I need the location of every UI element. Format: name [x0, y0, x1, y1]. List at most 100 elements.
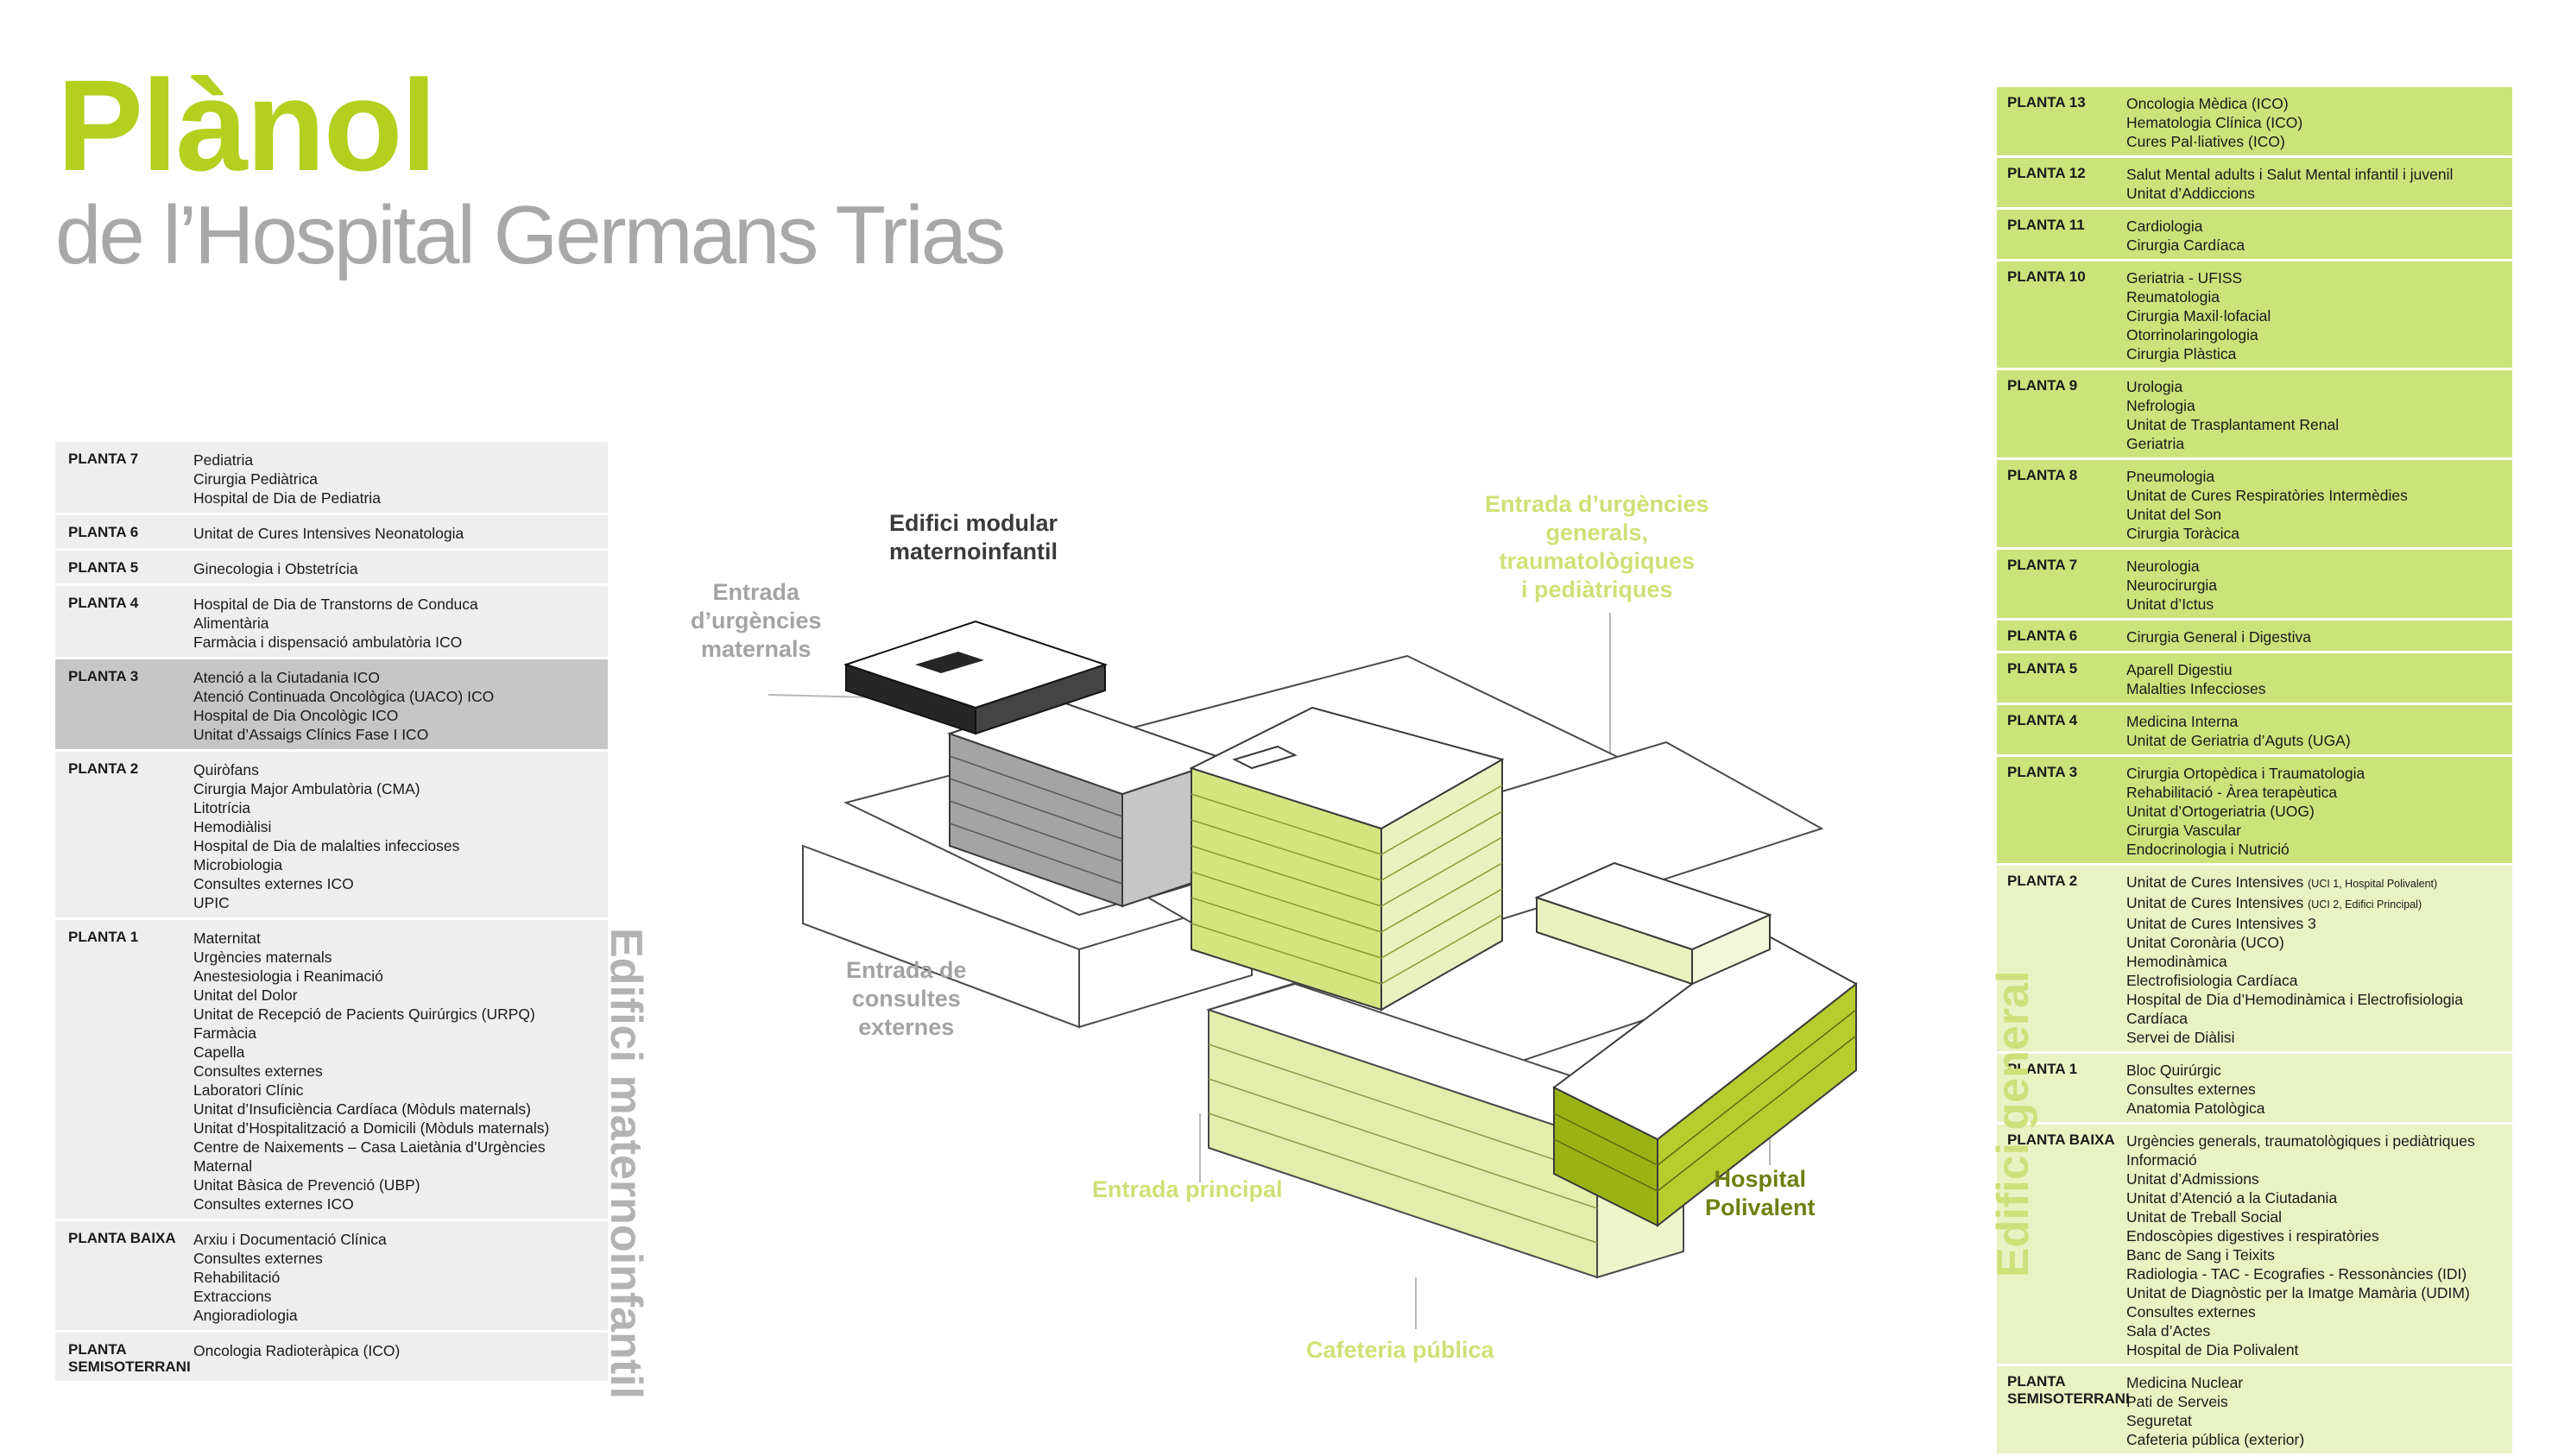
hospital-polivalent-building — [1552, 930, 1858, 1228]
service-item: Oncologia Radioteràpica (ICO) — [193, 1342, 401, 1359]
floor-label: PLANTA 1 — [2007, 1061, 2078, 1077]
label-consultes-externes: Entrada de consultes externes — [846, 957, 967, 1040]
label-modular-building: Edifici modular maternoinfantil — [889, 510, 1058, 564]
service-item: Electrofisiologia Cardíaca — [2126, 972, 2298, 989]
floor-row: PLANTA BAIXA Urgències generals, traumato… — [1997, 1125, 2512, 1366]
service-item: Hospital de Dia de Pediatria — [193, 489, 381, 507]
label-urgencies-generals: Entrada d’urgències generals, traumatolò… — [1485, 491, 1709, 602]
service-item: Otorrinolaringologia — [2126, 326, 2258, 344]
service-item: Unitat d’Assaigs Clínics Fase I ICO — [193, 726, 429, 743]
label-hospital-polivalent: Hospital Polivalent — [1705, 1166, 1816, 1220]
service-item: Nefrologia — [2126, 397, 2195, 414]
service-item: Geriatria - UFISS — [2126, 269, 2243, 287]
service-item: Microbiologia — [193, 856, 283, 873]
floor-label: PLANTA BAIXA — [68, 1230, 176, 1246]
general-floor-table: PLANTA 13 Oncologia Mèdica (ICO)Hematolog… — [1997, 87, 2512, 1456]
service-item: Urgències maternals — [193, 949, 332, 966]
floor-label: PLANTA 13 — [2007, 94, 2086, 110]
service-item: Unitat d’Ortogeriatria (UOG) — [2126, 803, 2315, 820]
service-item: Endocrinologia i Nutrició — [2126, 841, 2290, 858]
service-item: Bloc Quirúrgic — [2126, 1062, 2221, 1079]
floor-label: PLANTA 8 — [2007, 467, 2078, 483]
service-item: Geriatria — [2126, 435, 2185, 452]
service-item: Unitat de Cures Intensives 3 — [2126, 915, 2316, 932]
service-item: Unitat de Trasplantament Renal — [2126, 416, 2340, 433]
service-item: UPIC — [193, 894, 230, 911]
service-item: Hemodinàmica — [2126, 953, 2227, 970]
floor-label: PLANTA 1 — [68, 929, 139, 945]
service-item: Unitat d’Insuficiència Cardíaca (Mòduls … — [193, 1100, 531, 1118]
floor-services: Unitat de Cures Intensives (UCI 1, Hospi… — [2126, 873, 2505, 1047]
service-item: Cafeteria pública (exterior) — [2126, 1431, 2305, 1448]
service-item: Atenció Continuada Oncològica (UACO) ICO — [193, 688, 495, 705]
service-item: Consultes externes — [193, 1062, 323, 1080]
service-item: Cardiologia — [2126, 217, 2203, 235]
service-item: Unitat del Dolor — [193, 986, 298, 1004]
service-item: Cirurgia Plàstica — [2126, 345, 2237, 362]
service-item: Unitat d’Addiccions — [2126, 185, 2255, 202]
floor-label: PLANTA 7 — [2007, 557, 2078, 573]
service-item: Unitat Bàsica de Prevenció (UBP) — [193, 1176, 420, 1194]
service-item: Cirurgia Vascular — [2126, 822, 2241, 839]
floor-services: Urgències generals, traumatològiques i p… — [2126, 1131, 2505, 1359]
service-item: Unitat de Cures Respiratòries Intermèdie… — [2126, 487, 2408, 504]
floor-label: PLANTA 9 — [2007, 377, 2078, 394]
service-item: Unitat d’Atenció a la Ciutadania — [2126, 1189, 2338, 1207]
service-item: Neurologia — [2126, 558, 2200, 575]
floor-label: PLANTA 5 — [2007, 660, 2078, 677]
floor-label: PLANTA 2 — [2007, 873, 2078, 889]
service-item: Radiologia - TAC - Ecografies - Ressonàn… — [2126, 1265, 2467, 1283]
floor-label: PLANTA 3 — [68, 668, 139, 684]
service-item: Neurocirurgia — [2126, 577, 2218, 594]
floor-services: Hospital de Dia de Transtorns de Conduca… — [193, 595, 601, 652]
floor-services: Oncologia Mèdica (ICO)Hematologia Clínic… — [2126, 94, 2505, 151]
floor-label: PLANTA BAIXA — [2007, 1131, 2115, 1148]
service-item: Farmàcia — [193, 1024, 256, 1042]
service-item: Hospital de Dia de Transtorns de Conduca — [193, 596, 478, 613]
service-item: Unitat de Cures Intensives (UCI 2, Edifi… — [2126, 894, 2422, 911]
floor-label: PLANTA 7 — [68, 451, 139, 467]
service-item: Hospital de Dia Oncològic ICO — [193, 707, 399, 724]
service-item: Unitat d’Hospitalització a Domicili (Mòd… — [193, 1119, 550, 1137]
service-item: Maternitat — [193, 930, 261, 947]
service-item: Unitat de Diagnòstic per la Imatge Mamàr… — [2126, 1284, 2470, 1302]
service-item: Arxiu i Documentació Clínica — [193, 1231, 387, 1248]
floor-label: PLANTA 2 — [68, 760, 139, 777]
floor-label: PLANTA 4 — [68, 595, 139, 611]
service-item: Consultes externes — [193, 1250, 323, 1267]
floor-label: PLANTA 3 — [2007, 764, 2078, 780]
service-item: Anatomia Patològica — [2126, 1100, 2265, 1117]
label-urgencies-maternals: Entrada d’urgències maternals — [691, 579, 822, 662]
service-item: Hemodiàlisi — [193, 818, 272, 835]
urgencies-block — [1534, 861, 1772, 986]
service-item: Endoscòpies digestives i respiratòries — [2126, 1227, 2379, 1245]
service-item: Servei de Diàlisi — [2126, 1029, 2235, 1046]
service-item: Unitat de Cures Intensives Neonatologia — [193, 525, 464, 542]
floor-label: PLANTA 6 — [2007, 627, 2078, 644]
service-item: Extraccions — [193, 1288, 272, 1305]
service-item: Unitat d’Ictus — [2126, 596, 2214, 613]
